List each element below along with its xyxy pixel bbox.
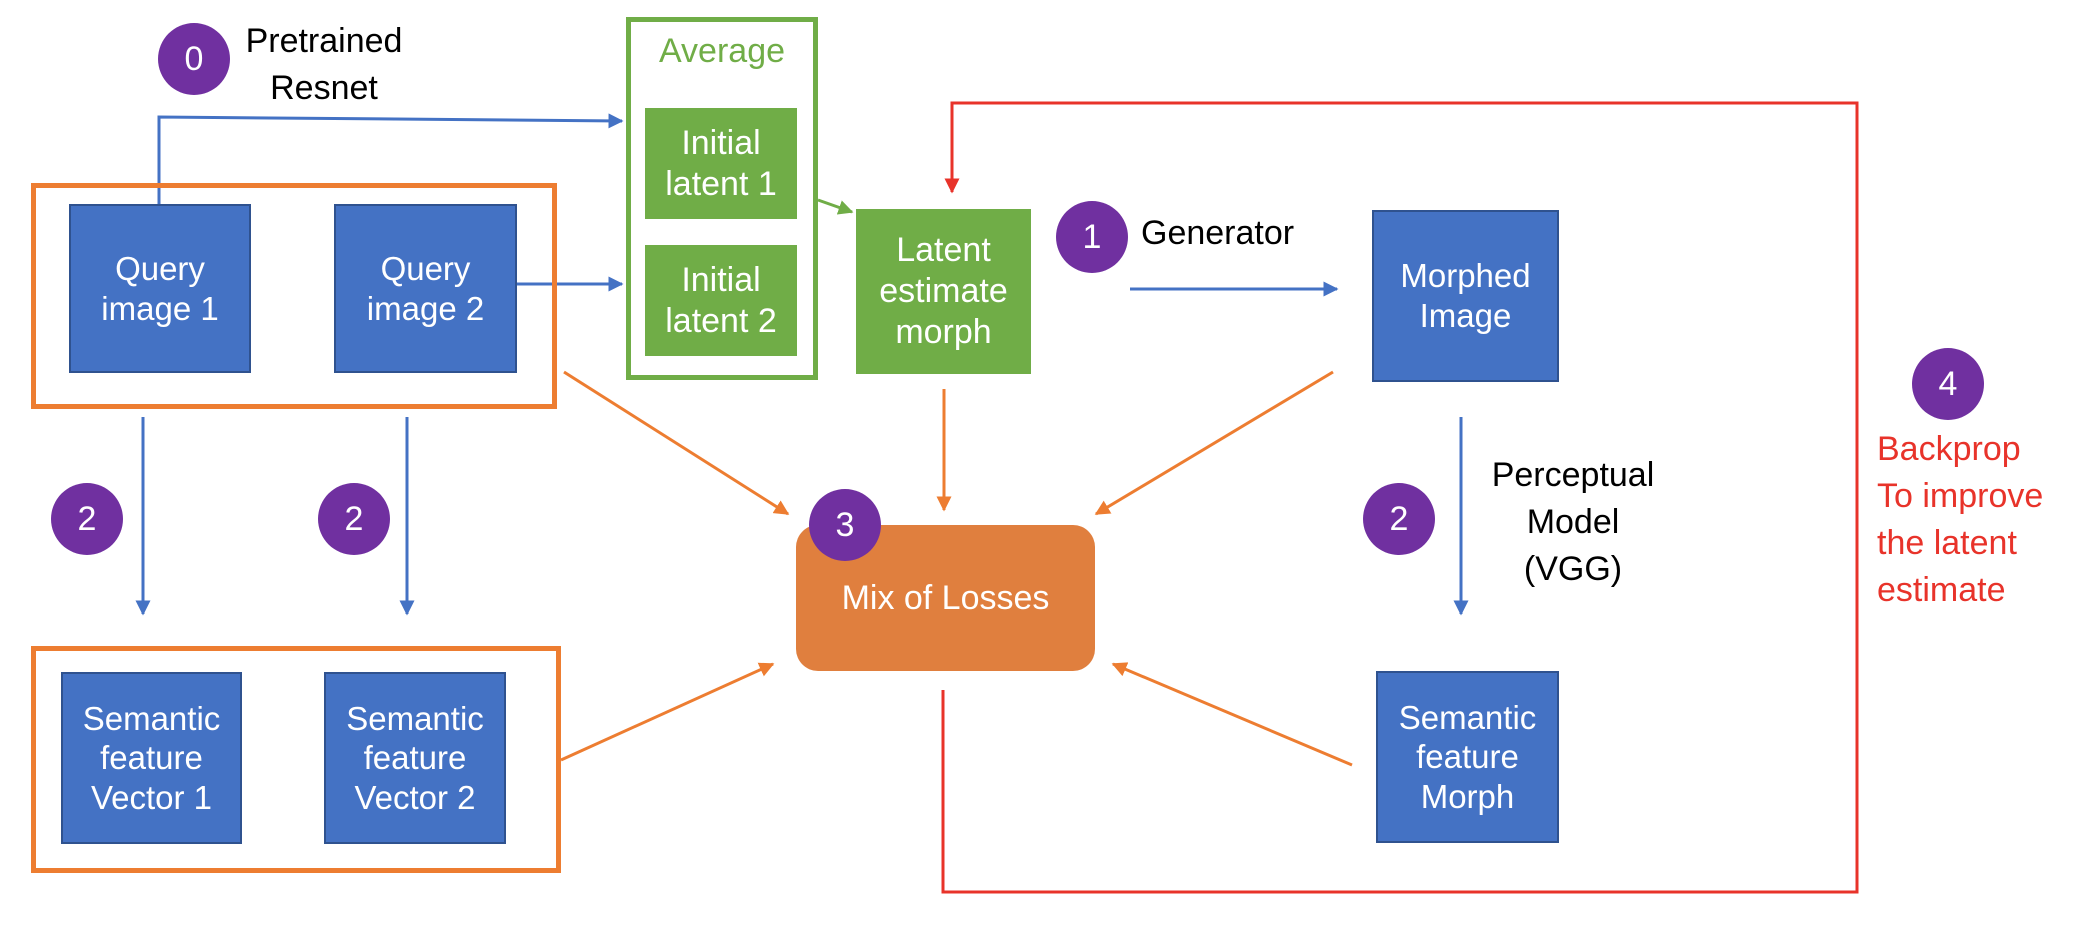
arrow-morphed-to-losses	[1094, 370, 1334, 516]
perceptual-model-label: Perceptual Model (VGG)	[1491, 456, 1655, 588]
generator-label: Generator	[1141, 214, 1295, 252]
pretrained-resnet-label: Pretrained Resnet	[245, 22, 403, 107]
arrow-semantic-frame-to-losses	[560, 662, 775, 762]
initial-latent-2-box: Initial latent 2	[645, 245, 797, 356]
average-label: Average	[658, 32, 786, 70]
morphed-image-box: Morphed Image	[1372, 210, 1559, 382]
step-badge-0: 0	[158, 23, 230, 95]
step-badge-4: 4	[1912, 348, 1984, 420]
query-images-frame	[31, 183, 557, 409]
arrow-query1-to-initial-latent	[157, 113, 624, 205]
step-badge-2-left: 2	[51, 483, 123, 555]
average-frame	[626, 17, 818, 380]
step-badge-3: 3	[809, 489, 881, 561]
semantic-morph-box: Semantic feature Morph	[1376, 671, 1559, 843]
arrow-backprop-loop	[941, 101, 1859, 894]
backprop-label: Backprop To improve the latent estimate	[1877, 430, 2044, 609]
query-image-1-box: Query image 1	[69, 204, 251, 373]
query-image-2-box: Query image 2	[334, 204, 517, 373]
latent-estimate-morph-box: Latent estimate morph	[856, 209, 1031, 374]
semantic-vector-1-box: Semantic feature Vector 1	[61, 672, 242, 844]
semantic-vectors-frame	[31, 646, 561, 873]
arrow-semantic-morph-to-losses	[1111, 662, 1353, 767]
semantic-vector-2-box: Semantic feature Vector 2	[324, 672, 506, 844]
step-badge-2-right: 2	[1363, 483, 1435, 555]
arrow-query-frame-to-losses	[563, 370, 790, 516]
mix-of-losses-box: Mix of Losses	[796, 525, 1095, 671]
arrow-average-to-latent	[817, 198, 854, 215]
initial-latent-1-box: Initial latent 1	[645, 108, 797, 219]
step-badge-1: 1	[1056, 201, 1128, 273]
step-badge-2-mid: 2	[318, 483, 390, 555]
